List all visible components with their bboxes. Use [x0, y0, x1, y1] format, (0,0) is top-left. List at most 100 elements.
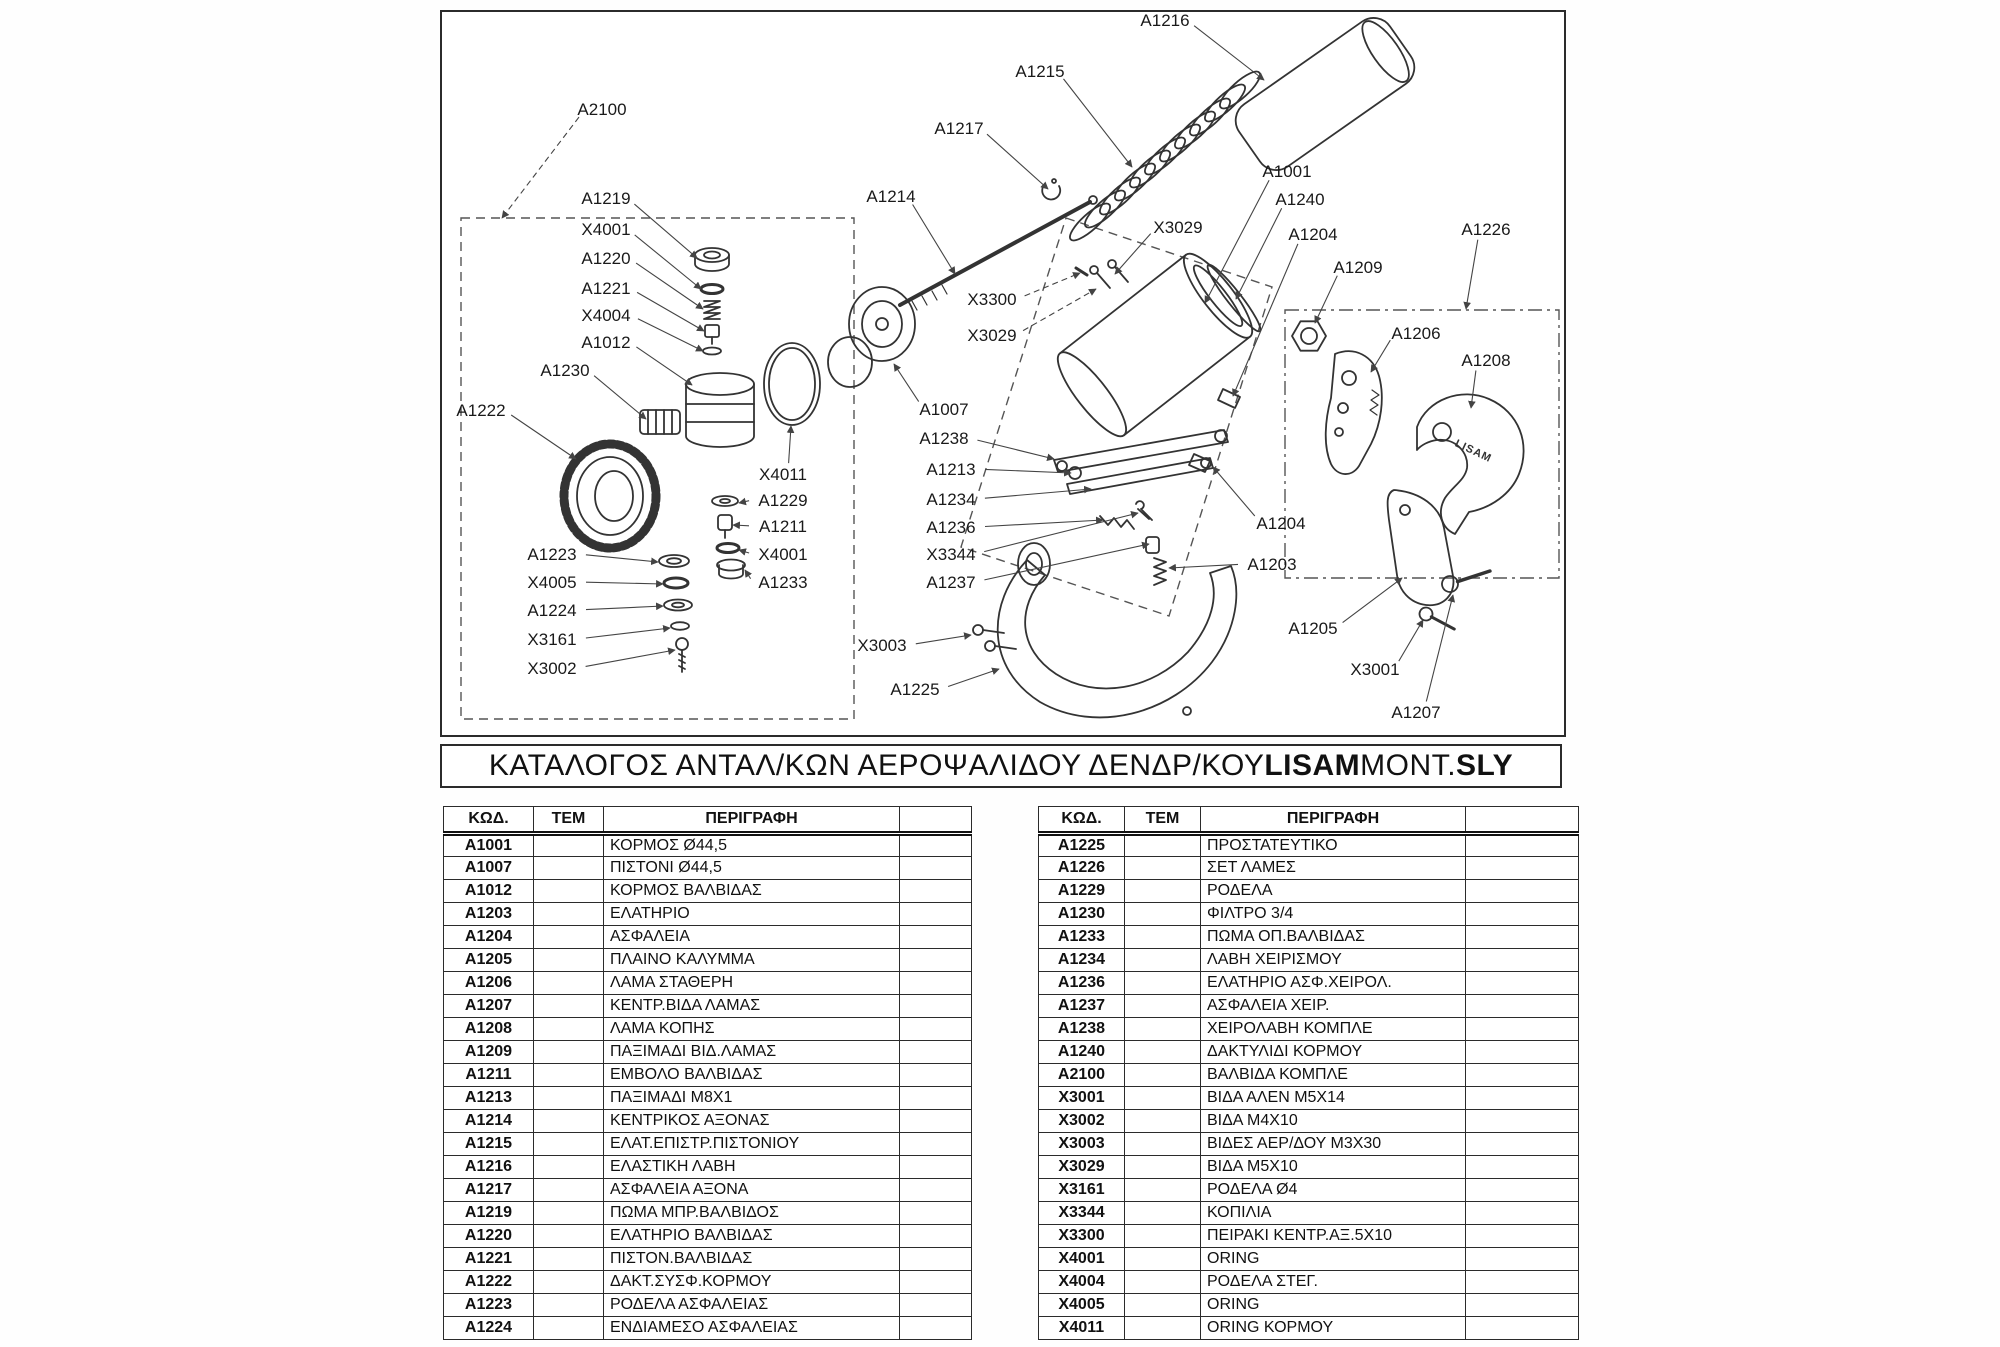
diagram-canvas: LISAM	[456, 12, 1560, 722]
leader-line-X3344	[984, 510, 1139, 553]
part-desc: ΛΑΜΑ ΣΤΑΘΕΡΗ	[603, 971, 900, 995]
part-qty	[1124, 971, 1201, 995]
part-label-X3029: X3029	[1153, 218, 1202, 237]
part-code: A1222	[443, 1270, 534, 1294]
body-screws-part	[1089, 259, 1129, 289]
part-label-A1007: A1007	[919, 400, 968, 419]
part-label-A1220: A1220	[581, 249, 630, 268]
leader-line-A1216	[1193, 25, 1265, 81]
part-code: A1238	[1038, 1017, 1125, 1041]
leader-line-A1012	[636, 346, 693, 386]
extra-cell	[1465, 1270, 1579, 1294]
part-code: A1012	[443, 879, 534, 903]
table-row: X4004 ΡΟΔΕΛΑ ΣΤΕΓ.	[1038, 1270, 1579, 1294]
part-code: X4004	[1038, 1270, 1125, 1294]
part-label-A1237: A1237	[926, 573, 975, 592]
part-desc: ΒΙΔΕΣ ΑΕΡ/ΔΟΥ M3X30	[1200, 1132, 1466, 1156]
part-label-A1230: A1230	[540, 361, 589, 380]
trigger-safety-part	[1145, 536, 1160, 554]
blade-set-box	[1284, 309, 1560, 579]
seal-washer-part	[702, 346, 722, 356]
extra-cell	[1465, 994, 1579, 1018]
part-qty	[533, 879, 604, 903]
extra-cell	[1465, 856, 1579, 880]
cotter-pin-part	[1135, 500, 1153, 521]
valve-spring-part	[703, 300, 721, 320]
leader-line-X4011	[786, 425, 795, 464]
body-oring-icon	[763, 342, 821, 426]
part-label-A2100: A2100	[577, 100, 626, 119]
extra-cell	[1465, 1201, 1579, 1225]
leader-line-X4001	[738, 548, 750, 556]
part-label-A1205: A1205	[1288, 619, 1337, 638]
leader-line-A1001	[1204, 180, 1270, 304]
leader-line-X3002	[585, 647, 676, 667]
part-label-A1240: A1240	[1275, 190, 1324, 209]
part-desc: ΕΜΒΟΛΟ ΒΑΛΒΙΔΑΣ	[603, 1063, 900, 1087]
spacer-washer-part	[663, 598, 693, 612]
part-desc: ΡΟΔΕΛΑ ΣΤΕΓ.	[1200, 1270, 1466, 1294]
part-qty	[1124, 1086, 1201, 1110]
oring-icon	[662, 576, 690, 590]
leader-line-A1229	[738, 497, 750, 506]
part-desc: ΚΕΝΤΡΙΚΟΣ ΑΞΟΝΑΣ	[603, 1109, 900, 1133]
part-label-A1206: A1206	[1391, 324, 1440, 343]
part-qty	[533, 1063, 604, 1087]
part-desc: ΠΛΑΙΝΟ ΚΑΛΥΜΜΑ	[603, 948, 900, 972]
leader-line-A1205	[1342, 577, 1403, 624]
part-code: A1209	[443, 1040, 534, 1064]
part-code: X3002	[1038, 1109, 1125, 1133]
extra-cell	[899, 1224, 972, 1248]
part-code: X3001	[1038, 1086, 1125, 1110]
part-label-A1208: A1208	[1461, 351, 1510, 370]
extra-cell	[1465, 1086, 1579, 1110]
center-pin-part	[1074, 266, 1089, 277]
extra-cell	[1465, 879, 1579, 903]
rear-valve-cap-part	[716, 558, 746, 580]
part-qty	[533, 948, 604, 972]
side-cover-part	[1386, 489, 1455, 606]
part-qty	[1124, 1063, 1201, 1087]
part-desc: ΔΑΚΤΥΛΙΔΙ ΚΟΡΜΟΥ	[1200, 1040, 1466, 1064]
part-code: X3300	[1038, 1224, 1125, 1248]
part-label-A1224: A1224	[527, 601, 576, 620]
trigger-spring-part	[1099, 515, 1135, 530]
part-qty	[1124, 1293, 1201, 1317]
part-code: A1206	[443, 971, 534, 995]
part-label-X4004: X4004	[581, 306, 630, 325]
part-code: A1208	[443, 1017, 534, 1041]
part-label-A1223: A1223	[527, 545, 576, 564]
exploded-parts-diagram: LISAM	[440, 10, 1566, 737]
part-code: A1205	[443, 948, 534, 972]
blade-engraving: LISAM	[1453, 438, 1494, 465]
return-spring-part	[1069, 70, 1261, 242]
part-label-A1012: A1012	[581, 333, 630, 352]
table-row: X3001 ΒΙΔΑ ΑΛΕΝ M5X14	[1038, 1086, 1579, 1110]
table-row: X3002 ΒΙΔΑ M4X10	[1038, 1109, 1579, 1133]
part-desc: ΑΣΦΑΛΕΙΑ ΑΞΟΝΑ	[603, 1178, 900, 1202]
part-code: A1215	[443, 1132, 534, 1156]
part-code: A1203	[443, 902, 534, 926]
part-qty	[533, 994, 604, 1018]
leader-line-A1223	[585, 554, 659, 566]
part-desc: ΔΑΚΤ.ΣΥΣΦ.ΚΟΡΜΟΥ	[603, 1270, 900, 1294]
part-desc: ΚΟΡΜΟΣ ΒΑΛΒΙΔΑΣ	[603, 879, 900, 903]
extra-cell	[899, 948, 972, 972]
part-desc: ΠΑΞΙΜΑΔΙ ΒΙΔ.ΛΑΜΑΣ	[603, 1040, 900, 1064]
part-desc: ORING ΚΟΡΜΟΥ	[1200, 1316, 1466, 1340]
part-desc: ΒΙΔΑ ΑΛΕΝ M5X14	[1200, 1086, 1466, 1110]
table-header-row: ΚΩΔ. ΤΕΜ ΠΕΡΙΓΡΑΦΗ	[1038, 806, 1579, 836]
part-desc: ΒΙΔΑ M4X10	[1200, 1109, 1466, 1133]
leader-line-A1211	[732, 521, 750, 530]
part-qty	[1124, 1270, 1201, 1294]
